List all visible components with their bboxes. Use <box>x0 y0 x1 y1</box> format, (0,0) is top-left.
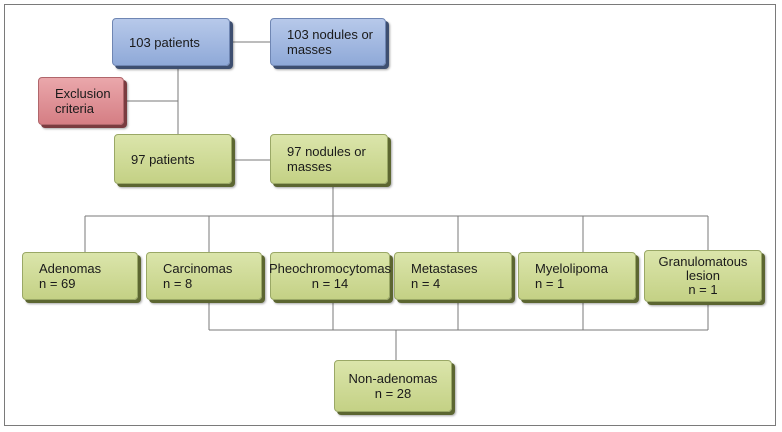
node-exclusion-criteria-label: Exclusion criteria <box>55 86 111 116</box>
node-97-nodules-label: 97 nodules or masses <box>287 144 366 174</box>
node-metastases: Metastases n = 4 <box>394 252 512 300</box>
node-97-patients: 97 patients <box>114 134 232 184</box>
node-103-nodules-label: 103 nodules or masses <box>287 27 374 57</box>
node-myelolipoma: Myelolipoma n = 1 <box>518 252 636 300</box>
node-carcinomas: Carcinomas n = 8 <box>146 252 262 300</box>
node-adenomas: Adenomas n = 69 <box>22 252 138 300</box>
diagram-frame <box>4 4 776 426</box>
node-103-patients-label: 103 patients <box>129 34 200 50</box>
node-97-patients-label: 97 patients <box>131 151 195 167</box>
node-103-patients: 103 patients <box>112 18 230 66</box>
node-adenomas-label: Adenomas n = 69 <box>39 261 102 291</box>
node-non-adenomas-label: Non-adenomas n = 28 <box>348 371 438 401</box>
node-carcinomas-label: Carcinomas n = 8 <box>163 261 233 291</box>
node-granulomatous-lesion: Granulomatous lesion n = 1 <box>644 250 762 302</box>
node-103-nodules: 103 nodules or masses <box>270 18 386 66</box>
node-myelolipoma-label: Myelolipoma n = 1 <box>535 261 608 291</box>
node-exclusion-criteria: Exclusion criteria <box>38 77 124 125</box>
node-pheochromocytomas: Pheochromocytomas n = 14 <box>268 252 392 300</box>
node-granulomatous-lesion-label: Granulomatous lesion n = 1 <box>658 254 748 297</box>
node-pheochromocytomas-label: Pheochromocytomas n = 14 <box>268 261 392 291</box>
node-non-adenomas: Non-adenomas n = 28 <box>334 360 452 412</box>
node-97-nodules: 97 nodules or masses <box>270 134 388 184</box>
node-metastases-label: Metastases n = 4 <box>411 261 478 291</box>
